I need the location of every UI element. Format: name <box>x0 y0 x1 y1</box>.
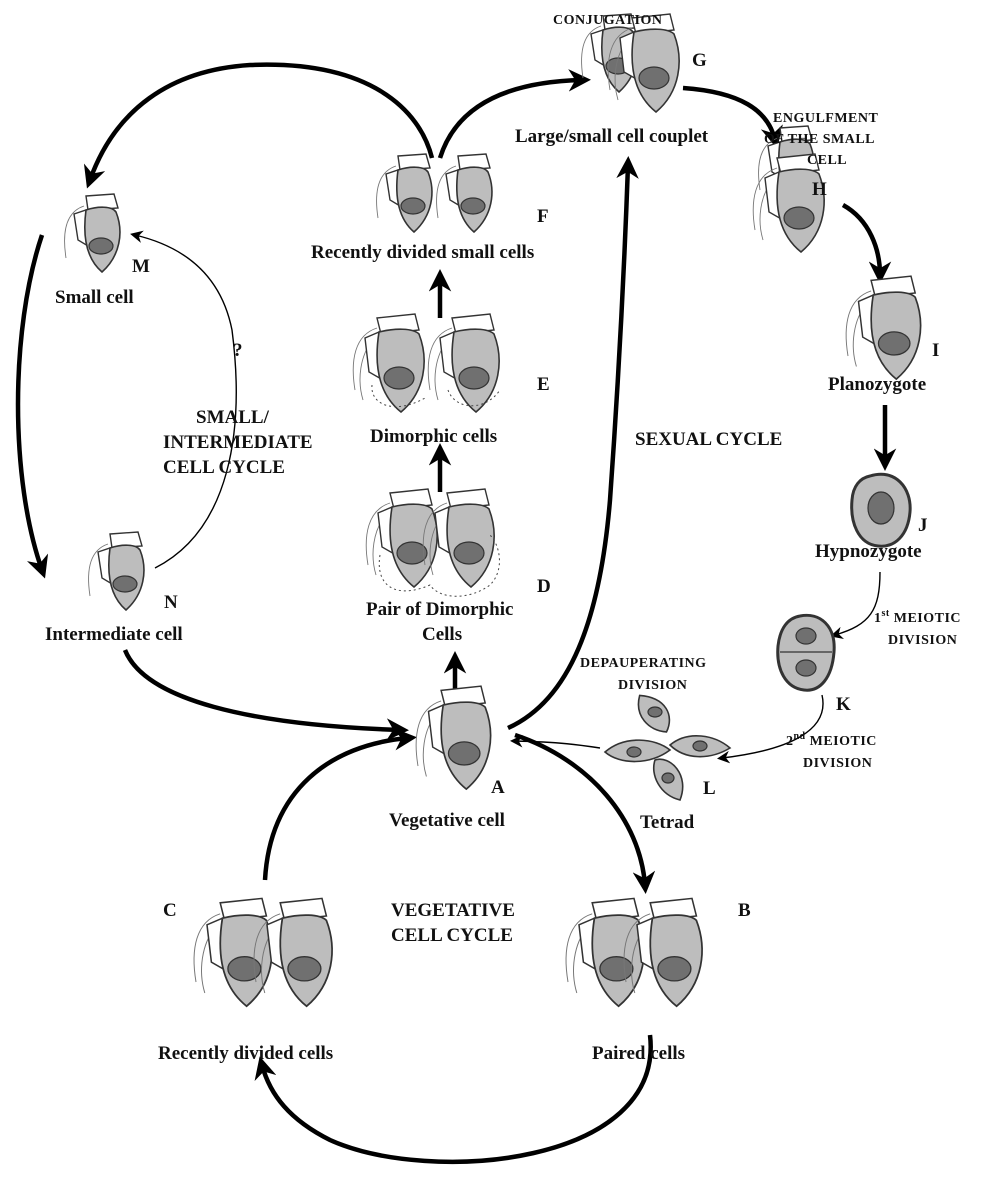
caption-N: Intermediate cell <box>45 624 183 645</box>
cell-M <box>63 193 121 273</box>
caption-B: Paired cells <box>592 1043 685 1064</box>
caption-F: Recently divided small cells <box>311 242 534 263</box>
letter-L: L <box>703 778 716 799</box>
letter-A: A <box>491 777 505 798</box>
cell-C-pair <box>193 897 333 1008</box>
arrow-A-to-B <box>514 732 656 894</box>
question-mark: ? <box>233 340 243 361</box>
caption-G: Large/small cell couplet <box>515 126 709 147</box>
meiosis1-word: MEIOTIC <box>890 611 961 626</box>
label-conjugation: CONJUGATION <box>553 13 662 28</box>
arrow-M-to-N <box>15 234 49 579</box>
label-engulfment-1: ENGULFMENT <box>773 111 879 126</box>
meiosis2-superscript: nd <box>794 731 806 742</box>
caption-E: Dimorphic cells <box>370 426 497 447</box>
cell-D-pair <box>365 488 500 597</box>
arrow-A-to-G <box>507 156 639 731</box>
caption-I: Planozygote <box>828 374 926 395</box>
label-small-cycle-1: SMALL/ <box>196 407 270 428</box>
arrow-L-to-A <box>509 734 601 749</box>
arrow-G-to-H <box>682 85 783 149</box>
label-depauperating-1: DEPAUPERATING <box>580 656 707 671</box>
letter-J: J <box>918 515 928 536</box>
label-vegetative-cycle-2: CELL CYCLE <box>391 925 513 946</box>
arrow-F-to-G <box>437 69 591 159</box>
letter-F: F <box>537 206 549 227</box>
cell-N <box>87 531 145 611</box>
arrow-H-to-I <box>841 203 892 284</box>
arrow-C-to-A <box>262 728 417 881</box>
cell-A <box>415 685 492 790</box>
label-meiosis-2: 2nd MEIOTIC <box>786 731 877 749</box>
caption-D-1: Pair of Dimorphic <box>366 599 513 620</box>
caption-C: Recently divided cells <box>158 1043 333 1064</box>
arrow-J-to-K <box>830 571 881 639</box>
meiosis1-superscript: st <box>882 608 890 619</box>
letter-H: H <box>812 179 827 200</box>
letter-E: E <box>537 374 550 395</box>
meiosis2-word: MEIOTIC <box>806 734 877 749</box>
meiosis1-number: 1 <box>874 611 882 626</box>
cell-E-pair <box>352 313 501 413</box>
caption-J: Hypnozygote <box>815 541 922 562</box>
cell-K <box>776 613 836 692</box>
arrow-F-to-M <box>83 62 435 189</box>
cell-F-pair <box>375 153 493 233</box>
label-sexual-cycle: SEXUAL CYCLE <box>635 429 782 450</box>
arrow-N-to-M <box>130 230 237 569</box>
letter-I: I <box>932 340 939 361</box>
label-vegetative-cycle-1: VEGETATIVE <box>391 900 515 921</box>
label-small-cycle-3: CELL CYCLE <box>163 457 285 478</box>
arrow-K-to-L <box>716 694 824 764</box>
cell-L-tetrad <box>603 694 732 801</box>
arrow-N-to-A <box>122 649 409 741</box>
letter-C: C <box>163 900 177 921</box>
cell-B-pair <box>565 897 703 1008</box>
meiosis2-number: 2 <box>786 734 794 749</box>
letter-B: B <box>738 900 751 921</box>
label-meiosis-1: 1st MEIOTIC <box>874 608 961 626</box>
letter-D: D <box>537 576 551 597</box>
cell-G-couplet <box>580 13 680 113</box>
letter-N: N <box>164 592 178 613</box>
letter-M: M <box>132 256 150 277</box>
letter-G: G <box>692 50 707 71</box>
label-engulfment-2: OF THE SMALL <box>764 132 875 147</box>
caption-D-2: Cells <box>422 624 462 645</box>
caption-L: Tetrad <box>640 812 695 833</box>
caption-M: Small cell <box>55 287 134 308</box>
cell-I <box>845 275 922 380</box>
label-meiosis-1-division: DIVISION <box>888 633 957 648</box>
label-engulfment-3: CELL <box>807 153 847 168</box>
label-meiosis-2-division: DIVISION <box>803 756 872 771</box>
letter-K: K <box>836 694 851 715</box>
label-depauperating-2: DIVISION <box>618 678 687 693</box>
arrow-B-to-C <box>254 1034 653 1165</box>
caption-A: Vegetative cell <box>389 810 505 831</box>
cell-J-hypnozygote <box>850 472 912 548</box>
label-small-cycle-2: INTERMEDIATE <box>163 432 313 453</box>
